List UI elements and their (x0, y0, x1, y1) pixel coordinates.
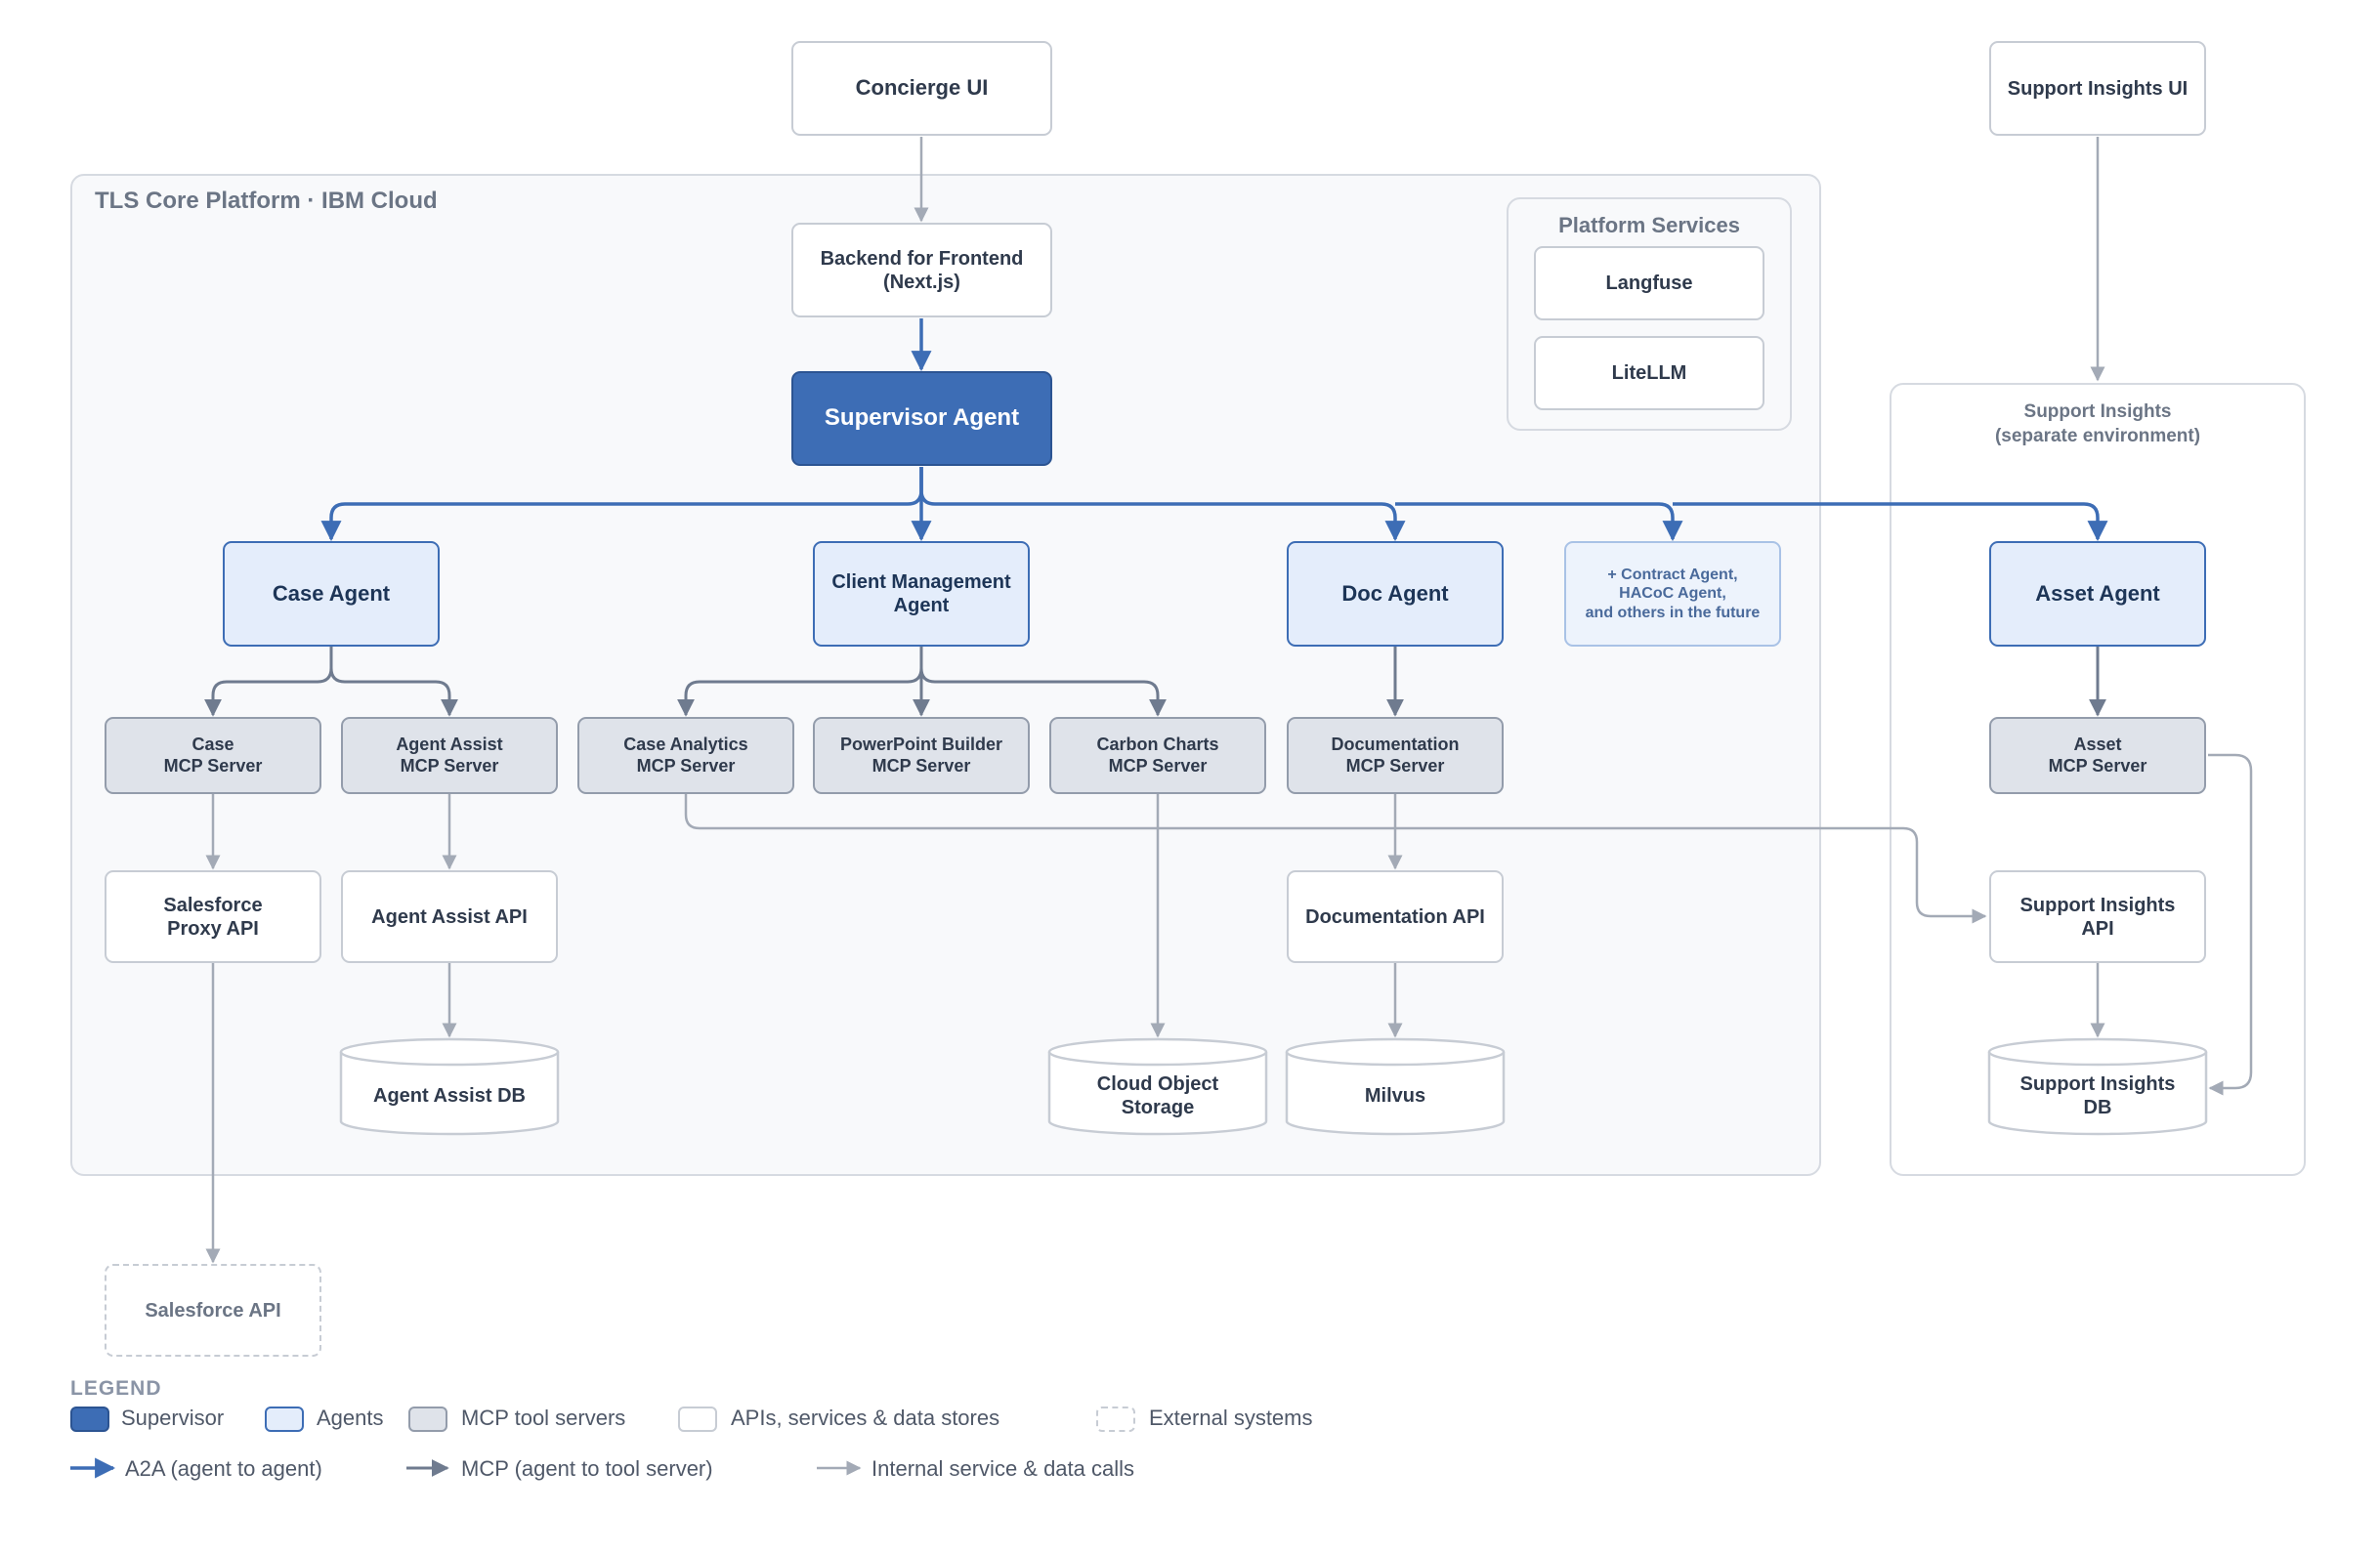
agent-assist-db-shape (339, 1037, 560, 1136)
edge-supervisor-to-asset-agent (1673, 502, 2108, 542)
legend-title: LEGEND (70, 1377, 162, 1400)
legend-mcp-label: MCP tool servers (461, 1406, 626, 1430)
milvus-shape (1285, 1037, 1506, 1136)
legend-supervisor-swatch (70, 1407, 109, 1432)
litellm-node: LiteLLM (1534, 336, 1764, 410)
edge-case-agent-to-case-mcp (204, 647, 333, 717)
support-insights-db-node: Support Insights DB (2019, 1073, 2176, 1118)
case-mcp-server-node: Case MCP Server (105, 717, 321, 794)
supervisor-agent-node: Supervisor Agent (791, 371, 1052, 466)
documentation-mcp-server-node: Documentation MCP Server (1287, 717, 1504, 794)
a2a-supervisor-fanout (320, 467, 2108, 542)
legend-internal-label: Internal service & data calls (871, 1456, 1135, 1481)
legend-agents-swatch (265, 1407, 304, 1432)
cloud-object-storage-shape (1047, 1037, 1268, 1136)
langfuse-node: Langfuse (1534, 246, 1764, 320)
case-analytics-mcp-server-node: Case Analytics MCP Server (577, 717, 794, 794)
legend-supervisor-label: Supervisor (121, 1406, 225, 1430)
edge-case-agent-to-agent-assist-mcp (329, 667, 458, 717)
asset-agent-node: Asset Agent (1989, 541, 2206, 647)
agent-assist-api-node: Agent Assist API (341, 870, 558, 963)
future-agents-node: + Contract Agent, HACoC Agent, and other… (1564, 541, 1781, 647)
legend-external-swatch (1096, 1407, 1135, 1432)
carbon-charts-mcp-server-node: Carbon Charts MCP Server (1049, 717, 1266, 794)
edge-client-mgmt-to-carbon-charts-mcp (919, 667, 1167, 717)
support-insights-db-shape (1987, 1037, 2208, 1136)
cloud-object-storage-node: Cloud Object Storage (1096, 1073, 1219, 1118)
salesforce-api-node: Salesforce API (105, 1264, 321, 1357)
cylinders (339, 1037, 2208, 1136)
milvus-node: Milvus (1364, 1085, 1426, 1107)
documentation-api-node: Documentation API (1287, 870, 1504, 963)
legend-mcp-swatch (408, 1407, 447, 1432)
support-insights-api-node: Support Insights API (1989, 870, 2206, 963)
core-platform-title: TLS Core Platform · IBM Cloud (95, 188, 438, 214)
legend-a2a-label: A2A (agent to agent) (125, 1456, 322, 1481)
agent-assist-mcp-server-node: Agent Assist MCP Server (341, 717, 558, 794)
case-agent-node: Case Agent (223, 541, 440, 647)
edge-supervisor-to-case-agent (320, 467, 923, 542)
legend-external-label: External systems (1149, 1406, 1313, 1430)
backend-for-frontend-node: Backend for Frontend (Next.js) (791, 223, 1052, 317)
legend-apis-label: APIs, services & data stores (731, 1406, 1000, 1430)
doc-agent-node: Doc Agent (1287, 541, 1504, 647)
edge-supervisor-to-doc-agent (919, 467, 1406, 542)
edge-asset-mcp-to-support-insights-db (2208, 753, 2253, 1096)
support-insights-region-title: Support Insights (separate environment) (1994, 401, 2201, 446)
salesforce-proxy-api-node: Salesforce Proxy API (105, 870, 321, 963)
internal-edges (205, 753, 2253, 1264)
client-management-agent-node: Client Management Agent (813, 541, 1030, 647)
edge-case-analytics-to-support-insights-api (684, 794, 1987, 924)
edge-supervisor-to-future-agents (1395, 502, 1683, 542)
legend-mcp-line-label: MCP (agent to tool server) (461, 1456, 713, 1481)
powerpoint-builder-mcp-server-node: PowerPoint Builder MCP Server (813, 717, 1030, 794)
mcp-edges (204, 647, 2106, 717)
asset-mcp-server-node: Asset MCP Server (1989, 717, 2206, 794)
edge-client-mgmt-to-case-analytics-mcp (677, 647, 923, 717)
platform-services-title: Platform Services (1558, 213, 1740, 237)
legend-agents-label: Agents (317, 1406, 384, 1430)
concierge-ui-node: Concierge UI (791, 41, 1052, 136)
support-insights-ui-node: Support Insights UI (1989, 41, 2206, 136)
legend-apis-swatch (678, 1407, 717, 1432)
agent-assist-db-node: Agent Assist DB (373, 1085, 526, 1107)
